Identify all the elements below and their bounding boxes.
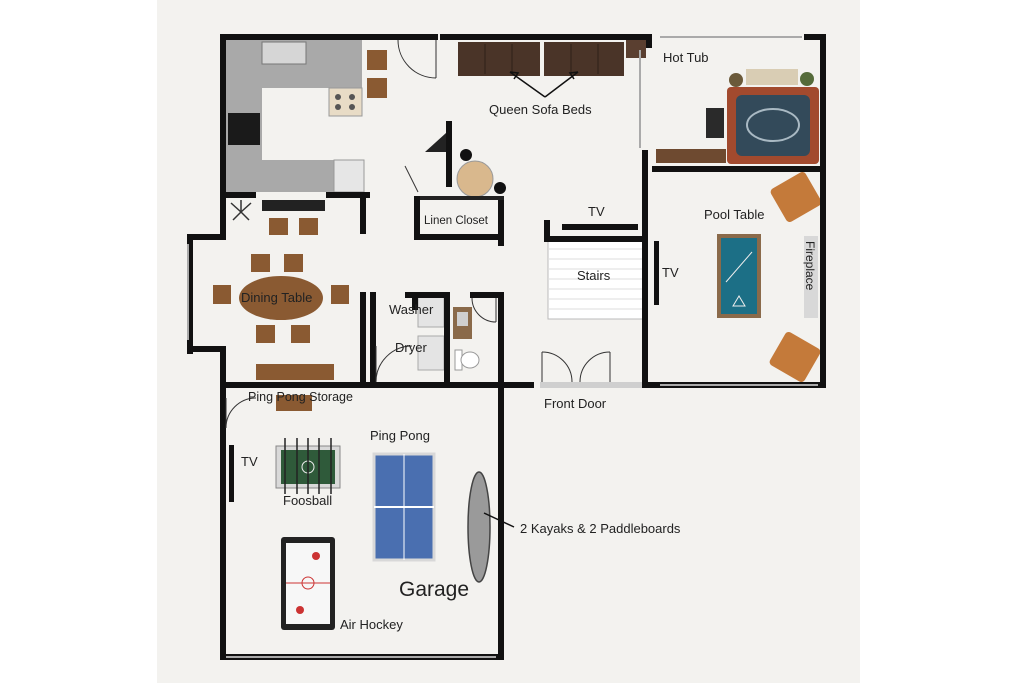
chair-2 [299,218,318,235]
plant-icon [729,73,743,87]
pool-rack [732,295,746,307]
oven [228,113,260,145]
lounge-chair [706,108,724,138]
label-foosball: Foosball [283,493,332,508]
label-tv-stairs: TV [588,204,605,219]
hot-tub-deck [746,69,798,85]
label-air-hockey: Air Hockey [340,617,403,632]
hot-tub-water [736,95,810,156]
label-pool-table: Pool Table [704,207,764,222]
label-kayaks: 2 Kayaks & 2 Paddleboards [520,521,681,536]
tv-garage-unit [229,445,234,502]
label-dining-table: Dining Table [241,290,312,305]
closet-shelf [425,133,446,152]
plant-icon [230,200,252,221]
kitchen-island [328,87,363,117]
stove-burners [335,94,355,110]
round-table [456,160,494,198]
chair-dot-2 [494,182,506,194]
bar-stool-1 [367,50,387,70]
closet-area [425,133,506,198]
hot-tub-bench [656,149,726,163]
doors [225,39,611,429]
chair-3 [251,254,270,272]
queen-sofa-beds [458,40,646,98]
windows [187,36,818,658]
fireplace-unit [804,236,818,318]
chair-8 [291,325,310,343]
bar-stool-2 [367,78,387,98]
label-ping-pong: Ping Pong [370,428,430,443]
sofa-side [626,40,646,58]
chair-7 [256,325,275,343]
hot-tub-seat [746,108,800,142]
toilet-bowl [460,351,480,369]
label-washer: Washer [389,302,434,317]
label-tv-garage: TV [241,454,258,469]
dining-room [213,200,349,380]
label-tv-pool: TV [662,265,679,280]
tv-stairs-unit [562,224,638,230]
label-fireplace: Fireplace [803,241,817,291]
dryer-unit [417,335,445,371]
armchair-bottom [769,332,821,382]
armchair-top [770,172,822,222]
label-front-door: Front Door [544,396,607,411]
label-linen-closet: Linen Closet [424,215,489,227]
chair-4 [284,254,303,272]
chair-5 [213,285,231,304]
label-hot-tub: Hot Tub [663,50,709,65]
label-ping-pong-storage: Ping Pong Storage [248,390,353,404]
kitchen [226,40,387,193]
sofa-arrows [509,71,579,98]
pool-room [654,172,822,382]
kayak [467,471,491,583]
hot-tub-area [656,69,819,164]
chair-6 [331,285,349,304]
pool-table-felt [721,238,757,314]
sofa-right [544,42,624,76]
label-garage: Garage [399,578,469,601]
sideboard [262,200,325,211]
label-queen-sofa-beds: Queen Sofa Beds [489,102,592,117]
fridge [333,159,365,193]
plant-icon-2 [800,72,814,86]
chair-dot-1 [460,149,472,161]
sofa-left [458,42,540,76]
label-stairs: Stairs [577,268,611,283]
sink-basin [457,312,468,326]
label-dryer: Dryer [395,340,427,355]
kitchen-sink [261,41,307,65]
dining-table [239,276,323,320]
dining-bench [256,364,334,380]
ping-pong-storage-box [276,395,312,411]
garage-games [275,395,515,630]
chair-1 [269,218,288,235]
tv-pool-unit [654,241,659,305]
pool-cue [725,251,753,283]
